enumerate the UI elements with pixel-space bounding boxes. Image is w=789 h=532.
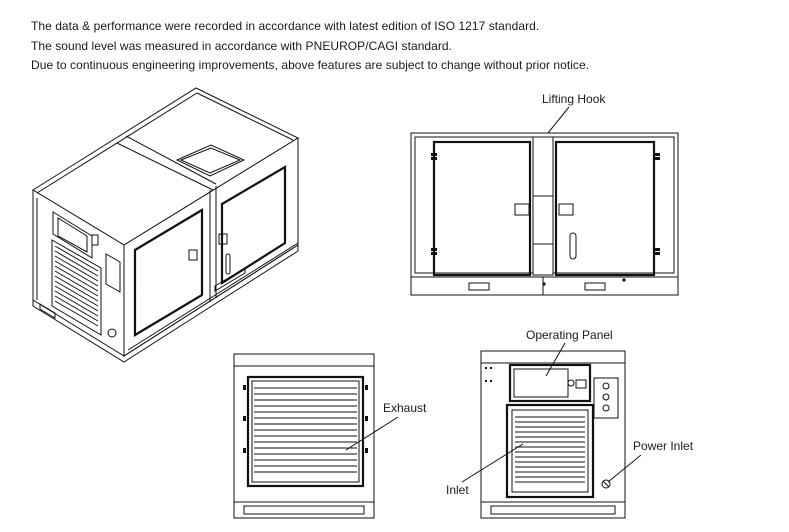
rear-view	[233, 353, 375, 519]
note-iso-1217: The data & performance were recorded in …	[31, 19, 540, 33]
notes-block: The data & performance were recorded in …	[31, 17, 771, 76]
callout-power-inlet: Power Inlet	[607, 439, 694, 483]
exhaust-louvres	[254, 387, 357, 473]
callout-lifting-hook: Lifting Hook	[542, 92, 606, 134]
side-view	[410, 132, 679, 296]
exhaust-label: Exhaust	[383, 401, 427, 415]
callout-exhaust: Exhaust	[345, 401, 427, 451]
inlet-label: Inlet	[446, 483, 469, 497]
callout-inlet: Inlet	[446, 443, 524, 497]
note-sound-level: The sound level was measured in accordan…	[31, 38, 453, 53]
callout-operating-panel: Operating Panel	[526, 328, 613, 377]
inlet-louvres	[515, 416, 585, 483]
operating-panel-label: Operating Panel	[526, 328, 613, 342]
isometric-view	[32, 87, 300, 363]
lifting-hook-label: Lifting Hook	[542, 92, 606, 106]
power-inlet-label: Power Inlet	[633, 439, 694, 453]
note-disclaimer: Due to continuous engineering improvemen…	[31, 58, 590, 72]
front-view	[480, 350, 626, 519]
